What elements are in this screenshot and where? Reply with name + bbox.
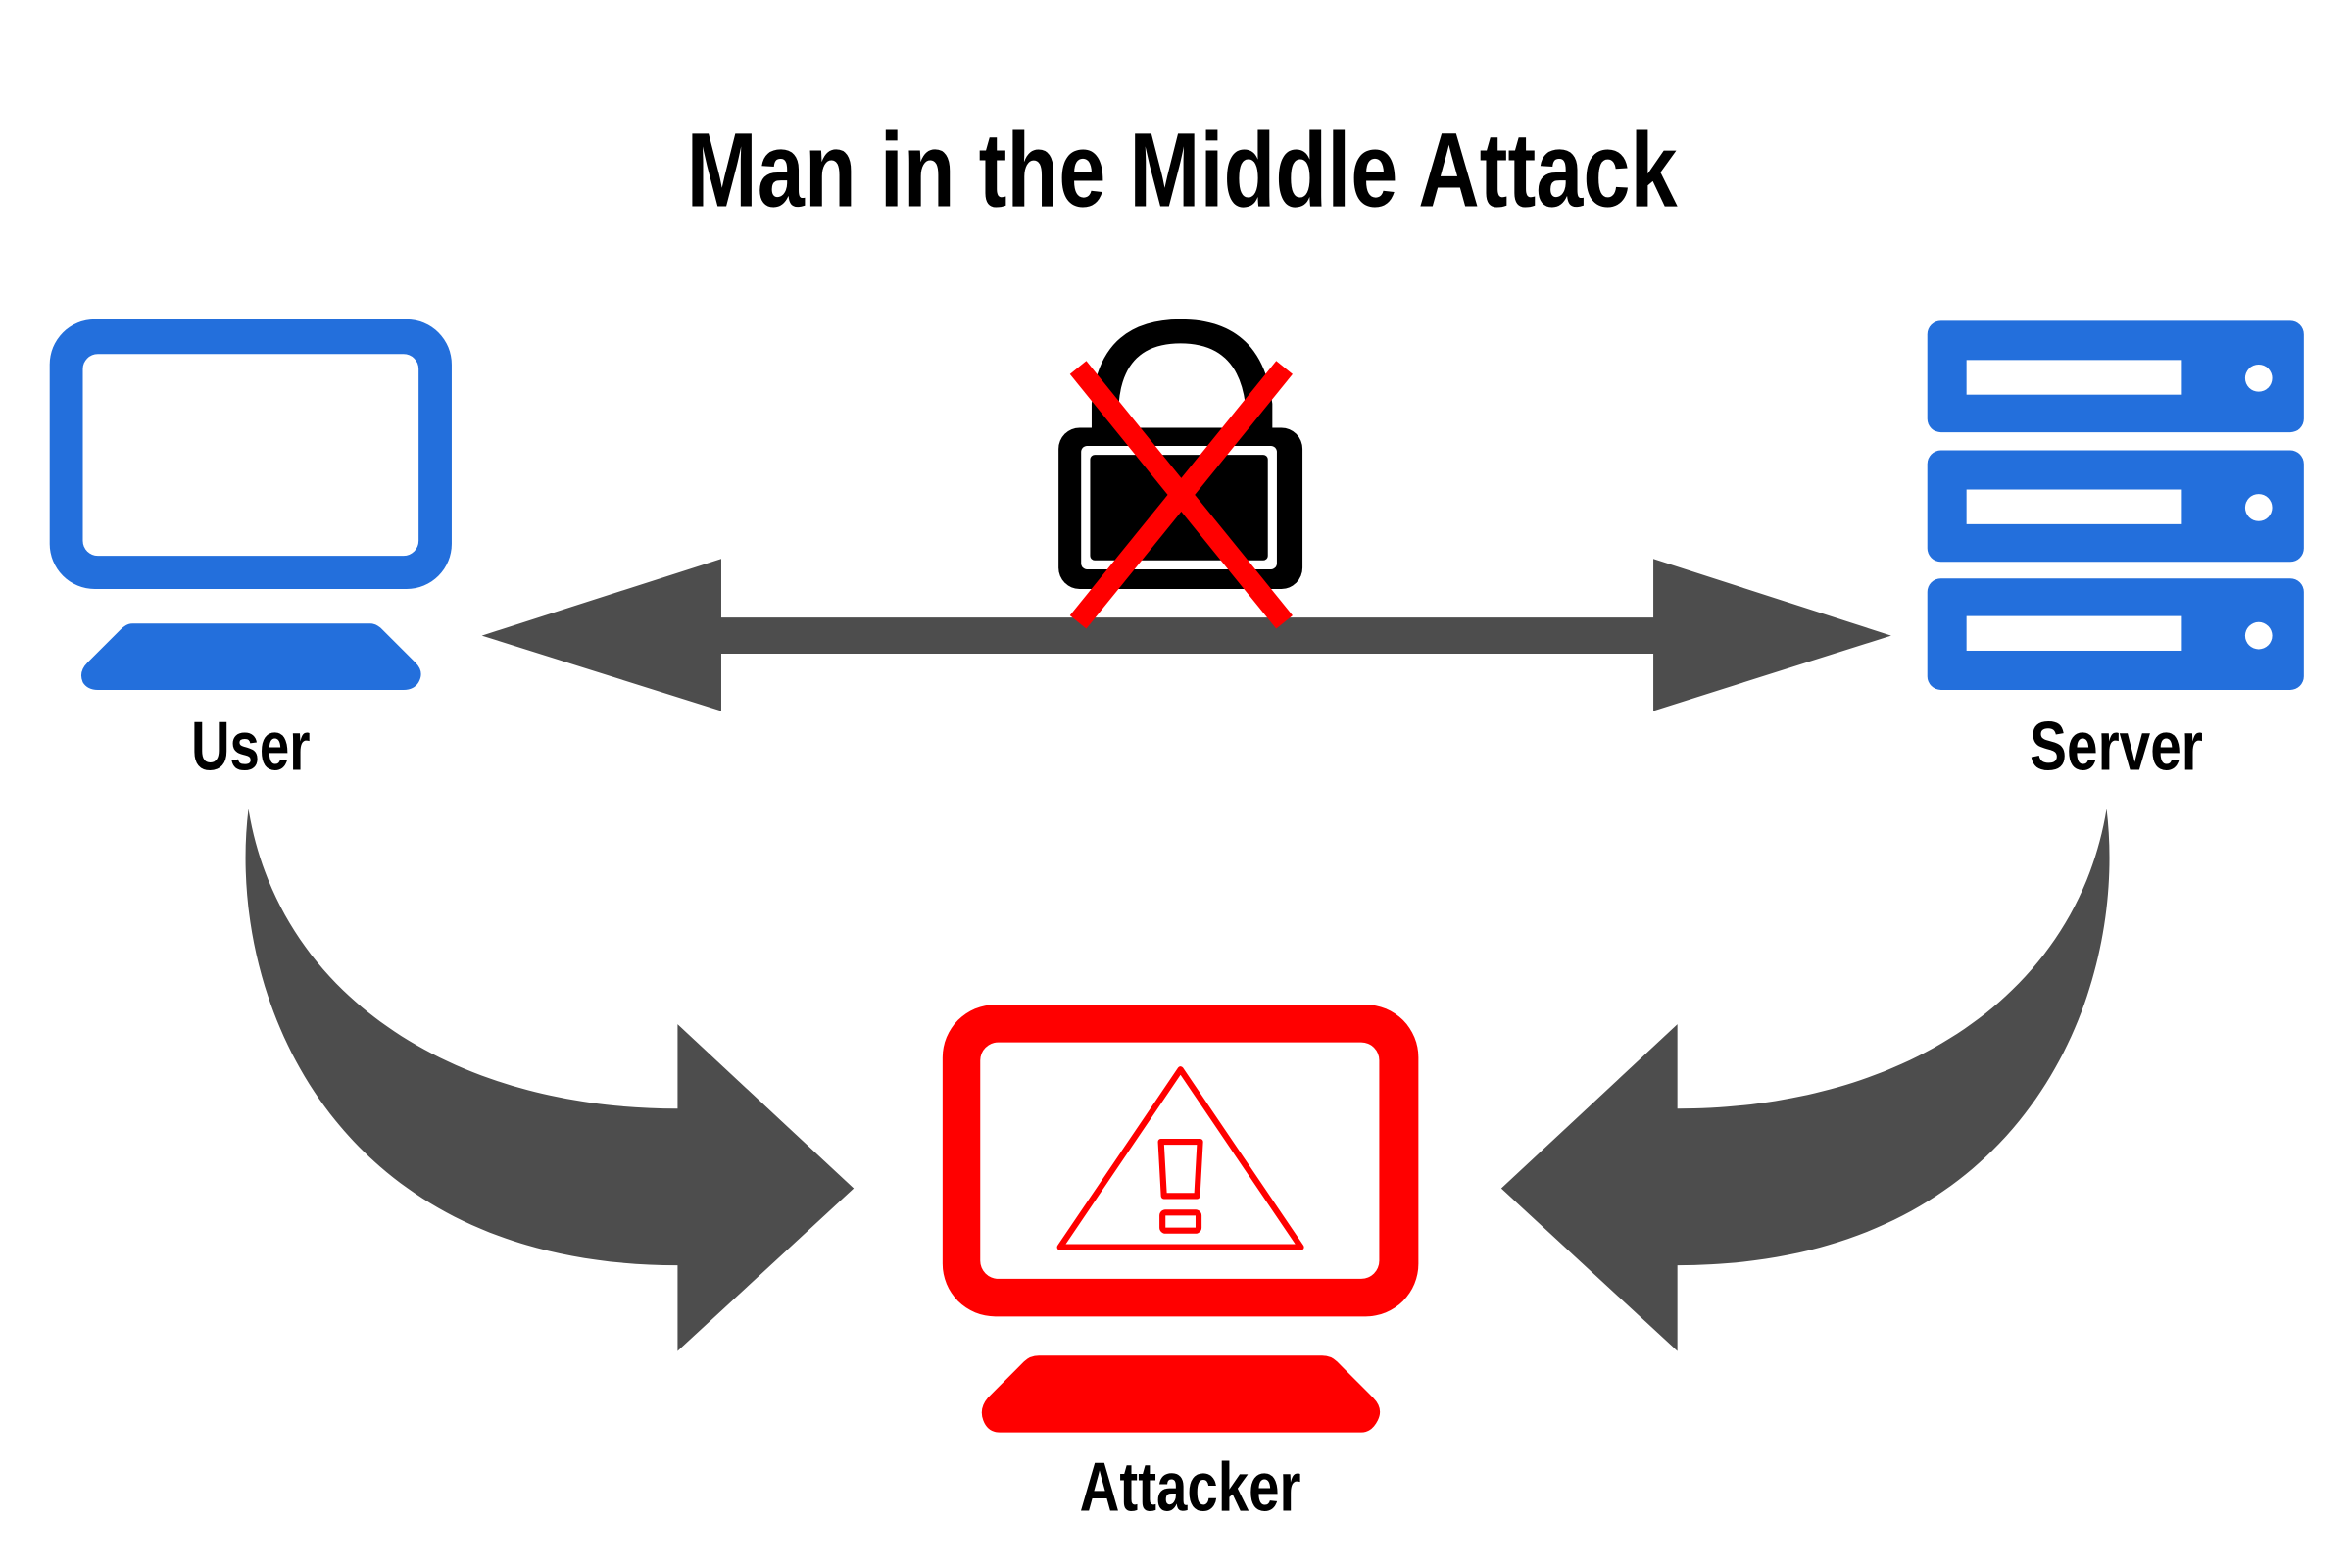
user-to-attacker-arrow-icon xyxy=(245,808,855,1351)
double-arrow-icon xyxy=(481,559,1891,711)
server-label: Server xyxy=(2030,707,2203,784)
server-to-attacker-arrow-icon xyxy=(1500,808,2110,1351)
server-rack-icon xyxy=(1927,320,2304,690)
user-monitor-icon xyxy=(49,318,452,690)
diagram-title: Man in the Middle Attack xyxy=(687,112,1678,229)
warning-icon xyxy=(1056,1066,1304,1250)
cross-icon xyxy=(1069,361,1293,629)
user-label: User xyxy=(191,707,310,784)
attacker-label: Attacker xyxy=(1080,1448,1301,1526)
lock-icon xyxy=(1058,318,1303,589)
